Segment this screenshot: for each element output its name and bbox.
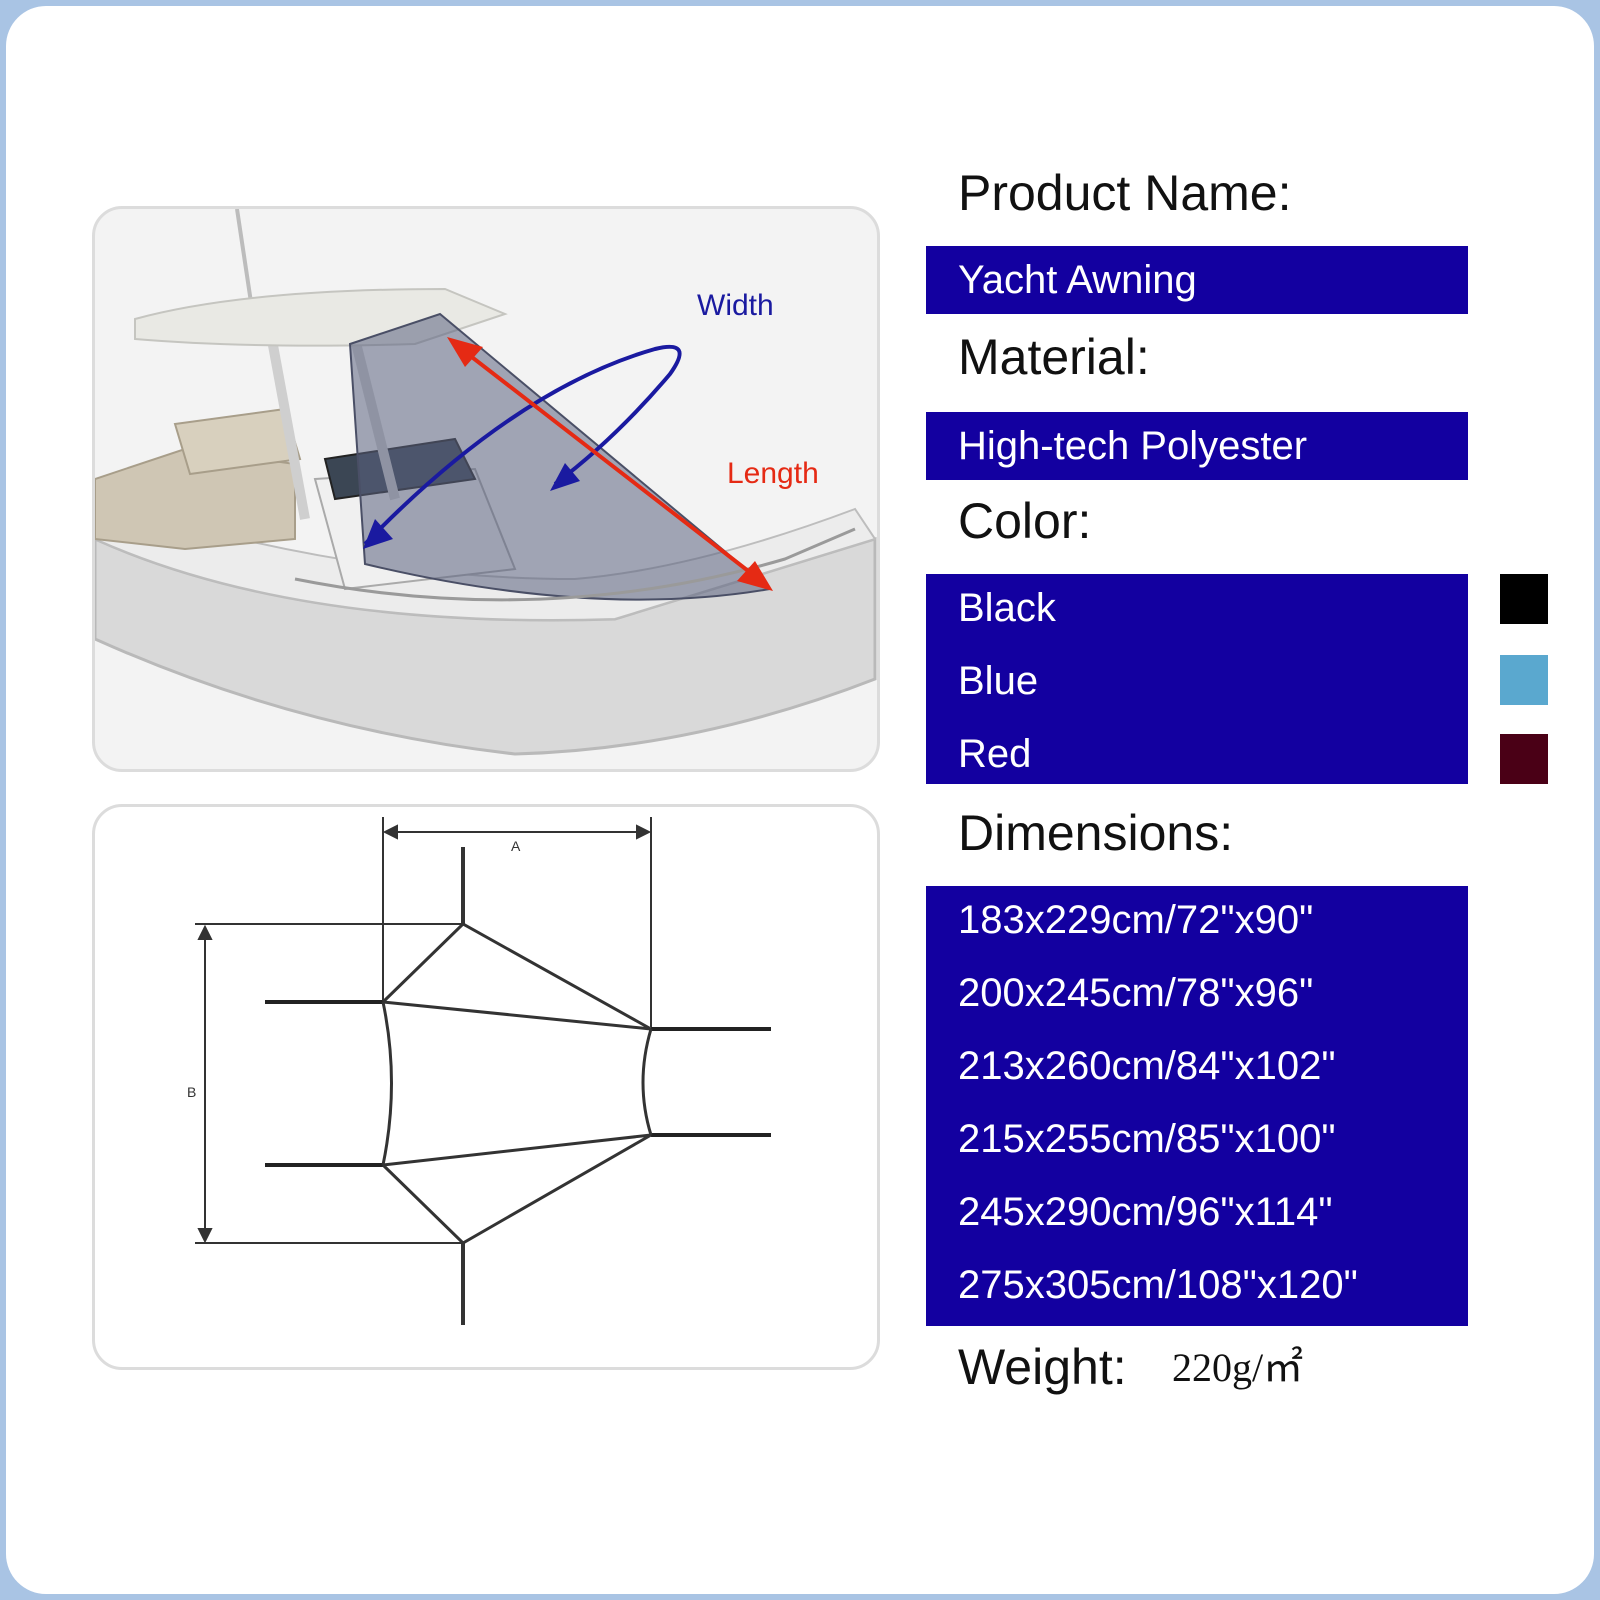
frame-diagram: A B xyxy=(187,817,771,1325)
color-heading: Color: xyxy=(958,493,1092,549)
size-option: 213x260cm/84"x102" xyxy=(958,1044,1336,1088)
material-bar: High-tech Polyester xyxy=(926,412,1468,480)
material-value: High-tech Polyester xyxy=(958,424,1308,468)
black-swatch xyxy=(1500,574,1548,624)
size-option: 183x229cm/72"x90" xyxy=(958,898,1314,942)
color-option-black: Black xyxy=(958,586,1056,630)
dimension-b-label: B xyxy=(187,1084,196,1100)
weight-heading: Weight: xyxy=(958,1339,1127,1395)
dimensions-heading: Dimensions: xyxy=(958,805,1234,861)
width-label: Width xyxy=(697,289,774,322)
product-name-bar: Yacht Awning xyxy=(926,246,1468,314)
color-option-red: Red xyxy=(958,732,1032,776)
color-options-bar: Black Blue Red xyxy=(926,574,1468,784)
size-option: 200x245cm/78"x96" xyxy=(958,971,1314,1015)
product-name-heading: Product Name: xyxy=(958,165,1292,221)
boat-illustration-panel: Width Length xyxy=(92,206,880,772)
size-option: 215x255cm/85"x100" xyxy=(958,1117,1336,1161)
length-label: Length xyxy=(727,457,819,490)
blue-swatch xyxy=(1500,655,1548,705)
weight-value: 220g/㎡ xyxy=(1172,1345,1304,1390)
size-option: 245x290cm/96"x114" xyxy=(958,1190,1333,1234)
product-name-value: Yacht Awning xyxy=(958,258,1197,302)
color-option-blue: Blue xyxy=(958,659,1039,703)
red-swatch xyxy=(1500,734,1548,784)
frame-diagram-panel: A B xyxy=(92,804,880,1370)
dimensions-bar: 183x229cm/72"x90" 200x245cm/78"x96" 213x… xyxy=(926,886,1468,1326)
size-option: 275x305cm/108"x120" xyxy=(958,1263,1358,1307)
boat-illustration: Width Length xyxy=(95,209,877,756)
dimension-a-label: A xyxy=(511,838,521,854)
material-heading: Material: xyxy=(958,329,1150,385)
